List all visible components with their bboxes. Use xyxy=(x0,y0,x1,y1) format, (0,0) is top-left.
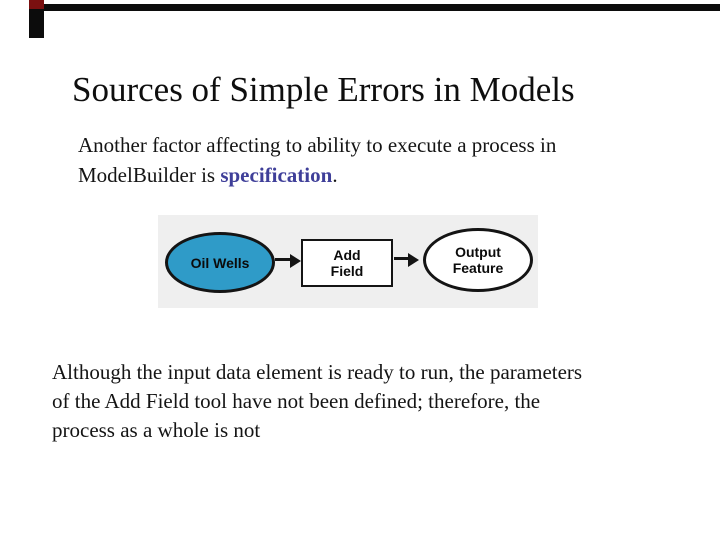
modelbuilder-diagram: Oil Wells Add Field Output Feature xyxy=(158,215,538,308)
footer-line-1: Although the input data element is ready… xyxy=(52,360,583,384)
output-feature-label-line2: Feature xyxy=(452,260,504,276)
intro-line-1: Another factor affecting to ability to e… xyxy=(78,133,557,157)
footer-line-3: process as a whole is not xyxy=(52,418,261,442)
add-field-tool-node: Add Field xyxy=(301,239,393,287)
oil-wells-label: Oil Wells xyxy=(190,254,250,271)
intro-line-2-prefix: ModelBuilder is xyxy=(78,163,221,187)
oil-wells-input-node: Oil Wells xyxy=(165,232,275,293)
corner-tab xyxy=(29,0,44,38)
intro-line-2-suffix: . xyxy=(332,163,338,187)
flow-arrow-1-head-icon xyxy=(290,254,301,268)
footer-paragraph: Although the input data element is ready… xyxy=(52,358,692,445)
footer-line-2: of the Add Field tool have not been defi… xyxy=(52,389,541,413)
specification-highlight: specification xyxy=(220,163,333,187)
intro-paragraph: Another factor affecting to ability to e… xyxy=(78,130,658,190)
output-feature-label-line1: Output xyxy=(455,244,501,260)
flow-arrow-2-head-icon xyxy=(408,253,419,267)
slide-title: Sources of Simple Errors in Models xyxy=(72,70,575,109)
flow-arrow-2-shaft xyxy=(394,257,409,260)
add-field-label-line1: Add xyxy=(333,247,361,263)
intro-line-2: ModelBuilder is specification. xyxy=(78,160,658,190)
flow-arrow-1-shaft xyxy=(275,258,292,261)
output-feature-node: Output Feature xyxy=(423,228,533,292)
top-border-bar xyxy=(29,4,720,11)
add-field-label-line2: Field xyxy=(330,263,364,279)
